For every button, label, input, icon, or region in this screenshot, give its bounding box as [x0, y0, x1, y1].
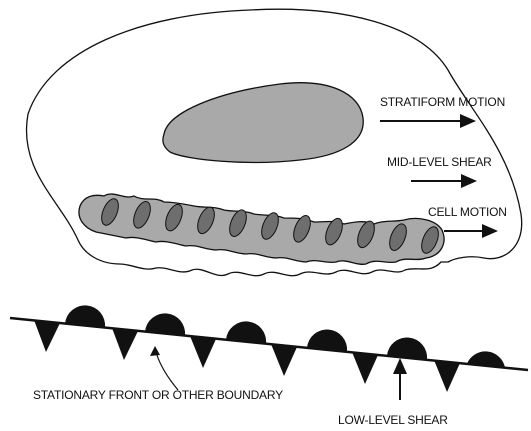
- mid-level-shear-label: MID-LEVEL SHEAR: [387, 155, 492, 169]
- stationary-front: [10, 305, 528, 392]
- stratiform-region: [163, 83, 363, 163]
- front-triangle: [352, 352, 378, 384]
- stratiform-motion-label: STRATIFORM MOTION: [380, 95, 505, 109]
- low-level-shear-label: LOW-LEVEL SHEAR: [338, 413, 448, 427]
- cell-motion-arrow: [444, 224, 498, 238]
- mid-level-shear-arrow: [411, 174, 477, 188]
- front-triangle: [34, 320, 60, 352]
- front-triangle: [434, 360, 460, 392]
- front-triangle: [112, 328, 138, 360]
- front-triangle: [190, 336, 216, 368]
- front-triangle: [271, 344, 297, 376]
- low-level-shear-arrow: [393, 358, 407, 400]
- cell-motion-label: CELL MOTION: [428, 205, 507, 219]
- stratiform-motion-arrow: [380, 114, 476, 128]
- front-label: STATIONARY FRONT OR OTHER BOUNDARY: [33, 388, 283, 402]
- front-pointer-arrow: [150, 346, 178, 390]
